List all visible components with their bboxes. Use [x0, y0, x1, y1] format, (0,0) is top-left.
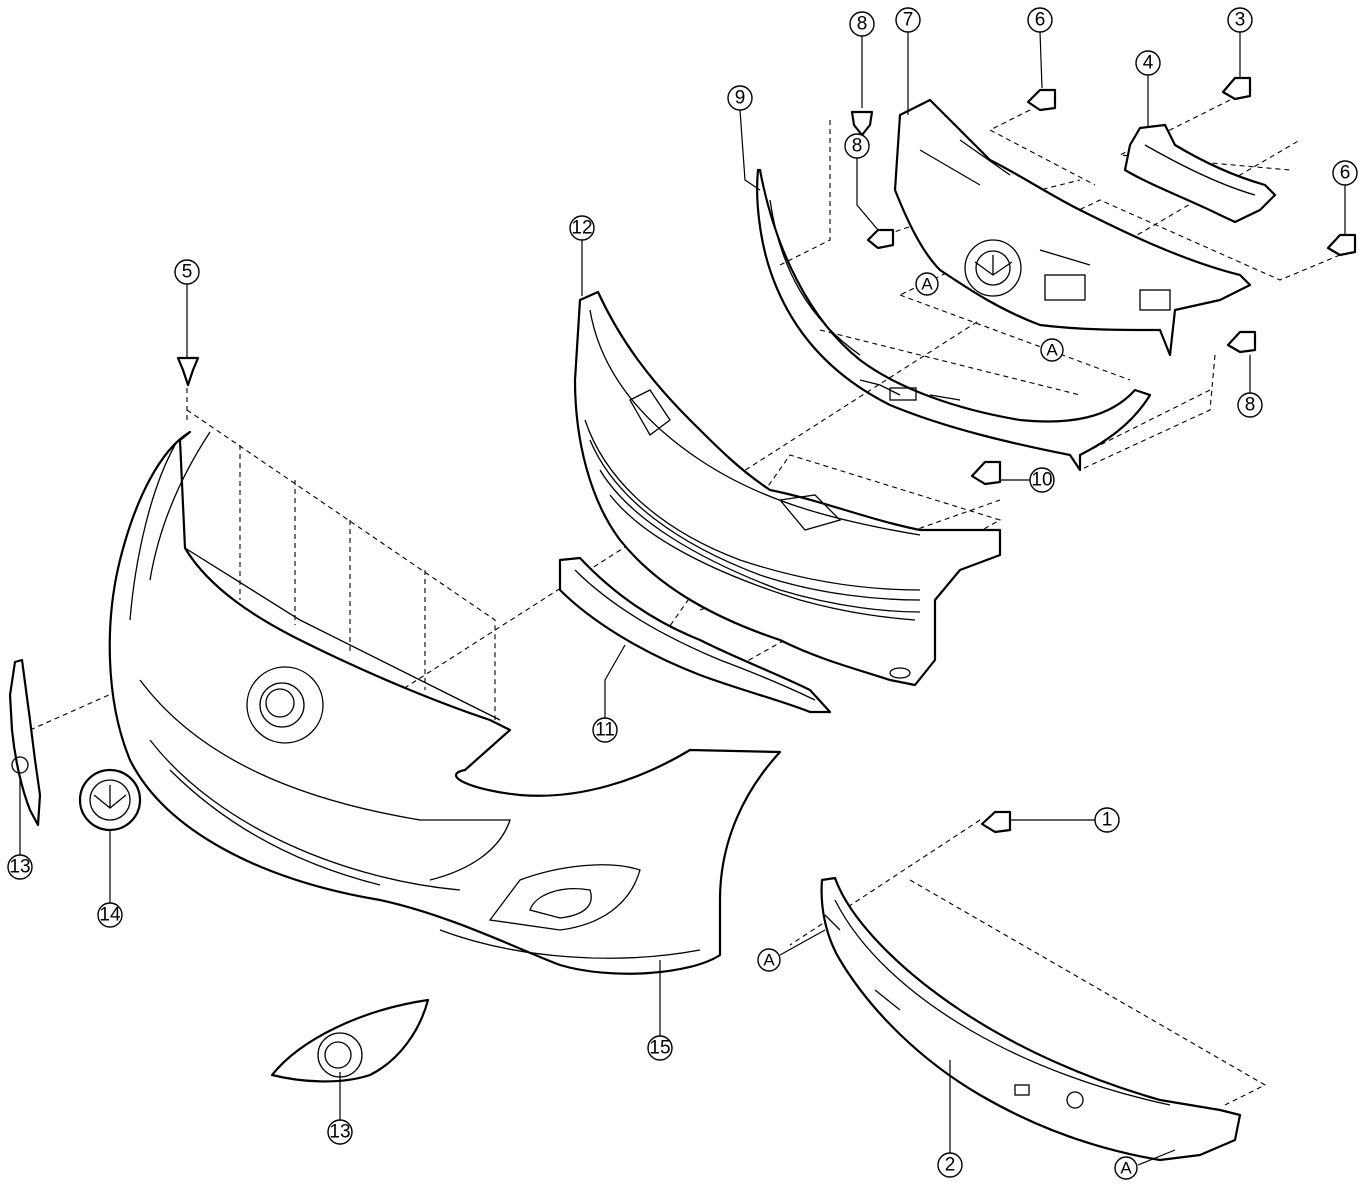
clip-5 — [176, 356, 200, 387]
svg-text:8: 8 — [1245, 395, 1256, 416]
upper-grille — [573, 290, 1002, 687]
reference-a-3: A — [757, 948, 781, 972]
callout-11: 11 — [592, 717, 618, 743]
svg-text:A: A — [1046, 341, 1058, 360]
callout-15: 15 — [647, 1035, 673, 1061]
fog-lamp-bezel — [270, 998, 430, 1083]
reference-a-2: A — [1040, 338, 1064, 362]
svg-text:3: 3 — [1235, 10, 1246, 31]
svg-text:6: 6 — [1340, 163, 1351, 184]
clip-8a — [850, 110, 874, 137]
bracket — [1123, 123, 1277, 224]
clip-3 — [1221, 76, 1252, 101]
svg-text:A: A — [763, 951, 775, 970]
callout-1: 1 — [1094, 807, 1120, 833]
reference-a-1: A — [915, 272, 939, 296]
lower-grille-strip — [558, 556, 832, 714]
callout-14: 14 — [97, 902, 123, 928]
svg-text:2: 2 — [945, 1155, 956, 1176]
svg-text:5: 5 — [182, 262, 193, 283]
reference-markers: A A A A — [757, 272, 1138, 1180]
callout-6b: 6 — [1332, 160, 1358, 186]
callout-2: 2 — [937, 1152, 963, 1178]
svg-text:15: 15 — [649, 1038, 670, 1059]
callout-12: 12 — [569, 215, 595, 241]
svg-text:A: A — [1120, 1159, 1132, 1178]
callout-13a: 13 — [7, 854, 33, 880]
callout-4: 4 — [1135, 50, 1161, 76]
svg-text:7: 7 — [903, 10, 914, 31]
callout-9: 9 — [727, 85, 753, 111]
clip-10 — [970, 460, 1002, 486]
svg-text:13: 13 — [9, 857, 30, 878]
svg-text:6: 6 — [1035, 10, 1046, 31]
callout-6a: 6 — [1027, 7, 1053, 33]
callout-8c: 8 — [1237, 392, 1263, 418]
clip-1 — [980, 810, 1012, 834]
svg-text:10: 10 — [1031, 470, 1052, 491]
grille-support — [893, 98, 1252, 357]
grille-frame — [756, 168, 1152, 472]
svg-text:12: 12 — [571, 218, 592, 239]
svg-text:4: 4 — [1143, 53, 1154, 74]
callouts: 5 8 7 6 3 4 9 8 6 8 12 10 11 13 14 — [7, 7, 1358, 1178]
clip-8b — [866, 228, 895, 250]
svg-text:11: 11 — [595, 720, 615, 741]
clip-6a — [1026, 88, 1057, 112]
callout-5: 5 — [174, 259, 200, 285]
svg-text:9: 9 — [735, 88, 746, 109]
callout-3: 3 — [1227, 7, 1253, 33]
callout-10: 10 — [1029, 467, 1055, 493]
svg-text:A: A — [921, 275, 933, 294]
svg-text:8: 8 — [857, 14, 868, 35]
leader-lines — [19, 31, 1346, 1166]
svg-text:1: 1 — [1102, 810, 1113, 831]
callout-8b: 8 — [844, 133, 870, 159]
emblem — [78, 768, 142, 832]
callout-13b: 13 — [327, 1119, 353, 1145]
callout-8a: 8 — [849, 11, 875, 37]
svg-text:8: 8 — [852, 136, 863, 157]
front-bumper-fascia — [108, 430, 782, 975]
bumper-reinforcement — [820, 876, 1242, 1162]
clip-6b — [1326, 233, 1357, 257]
side-bracket — [8, 658, 42, 827]
svg-text:13: 13 — [329, 1122, 350, 1143]
callout-7: 7 — [895, 7, 921, 33]
clip-8c — [1226, 330, 1257, 354]
fasteners — [176, 76, 1357, 834]
svg-text:14: 14 — [99, 905, 121, 926]
reference-a-4: A — [1114, 1156, 1138, 1180]
